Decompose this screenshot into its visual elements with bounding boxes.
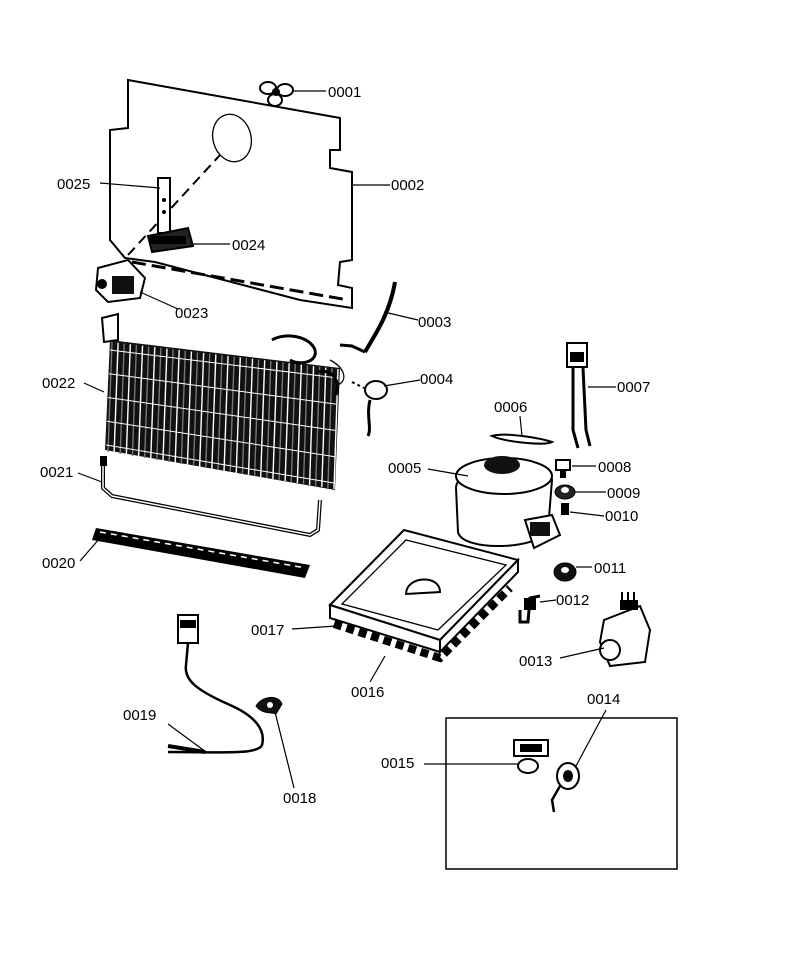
label-0014: 0014 [587,691,620,708]
label-0009: 0009 [607,485,640,502]
drain-pan [328,528,520,655]
label-0017: 0017 [251,622,284,639]
gasket-strip [489,433,555,445]
condenser-coil [332,585,513,663]
grommet [554,484,576,500]
label-0016: 0016 [351,684,384,701]
coil-tube [106,420,336,458]
label-0001: 0001 [328,84,361,101]
label-0013: 0013 [519,653,552,670]
coil-fin [217,355,223,471]
label-0006: 0006 [494,399,527,416]
label-0004: 0004 [420,371,453,388]
defrost-thermostat [351,380,388,437]
coil-fin [125,344,132,456]
coil-fin [308,366,315,486]
coil-fin [156,347,162,461]
power-cord [167,614,265,754]
drain-trough [92,528,310,578]
sleeve [561,503,569,515]
label-0011: 0011 [594,560,626,577]
coil-fin [327,368,333,489]
coil-fin [247,358,254,476]
label-0023: 0023 [175,305,208,322]
coil-fin [321,367,327,488]
coil-fin [253,359,260,477]
coil-fin [150,347,156,460]
label-0005: 0005 [388,460,421,477]
part-labels: 0001 0002 0025 0024 0023 0003 0004 0022 … [40,84,650,807]
label-0008: 0008 [598,459,631,476]
label-0025: 0025 [57,176,90,193]
inset-relay [513,739,549,774]
coil-fin [119,343,125,455]
coil-fin [180,350,186,465]
coil-fin [235,357,241,474]
coil-fin [162,348,168,462]
label-0021: 0021 [40,464,73,481]
coil-tube [107,397,337,431]
defrost-heater [100,456,322,538]
cord-clamp [255,697,283,715]
start-relay [598,592,652,668]
coil-fin [266,360,272,479]
coil-fin [278,362,284,481]
coil-fin [143,346,150,459]
inset-overload [550,762,580,813]
label-0003: 0003 [418,314,451,331]
leader-lines [77,90,616,789]
coil-fin [290,363,296,483]
mounting-bolt [555,459,571,478]
coil-tube [105,444,335,484]
back-panel [109,78,353,310]
label-0002: 0002 [391,177,424,194]
fan-bracket [157,177,171,234]
coil-fin [272,361,278,480]
coil-tube [109,349,339,379]
coil-fin [137,345,144,458]
fan-blade [259,81,294,107]
coil-fin [314,366,321,487]
label-0018: 0018 [283,790,316,807]
coil-fin [198,352,205,468]
fan-motor [94,258,147,304]
label-0010: 0010 [605,508,638,525]
label-0015: 0015 [381,755,414,772]
label-0022: 0022 [42,375,75,392]
coil-fin [241,358,248,475]
compressor [454,456,562,550]
evaporator-coil [100,312,345,490]
clip [518,594,541,624]
label-0007: 0007 [617,379,650,396]
fan-motor-mount [146,226,195,254]
coil-fin [186,351,193,466]
inset-box [445,717,678,870]
coil-fin [113,342,119,454]
label-0020: 0020 [42,555,75,572]
coil-fin [284,363,290,482]
coil-fin [296,364,303,484]
coil-fin [205,353,211,469]
label-0019: 0019 [123,707,156,724]
coil-fin [174,350,180,464]
nut [553,562,577,582]
coil-fin [260,360,266,478]
coil-fin [107,341,113,453]
coil-tube [108,373,338,405]
coil-fin [131,344,138,457]
coil-fin [168,349,174,463]
coil-fin [302,365,309,485]
coil-fin [229,356,235,473]
coil-fin [192,352,199,467]
relay-harness [566,342,592,449]
label-0024: 0024 [232,237,265,254]
coil-fin [211,354,217,470]
coil-fin [223,355,229,472]
label-0012: 0012 [556,592,589,609]
